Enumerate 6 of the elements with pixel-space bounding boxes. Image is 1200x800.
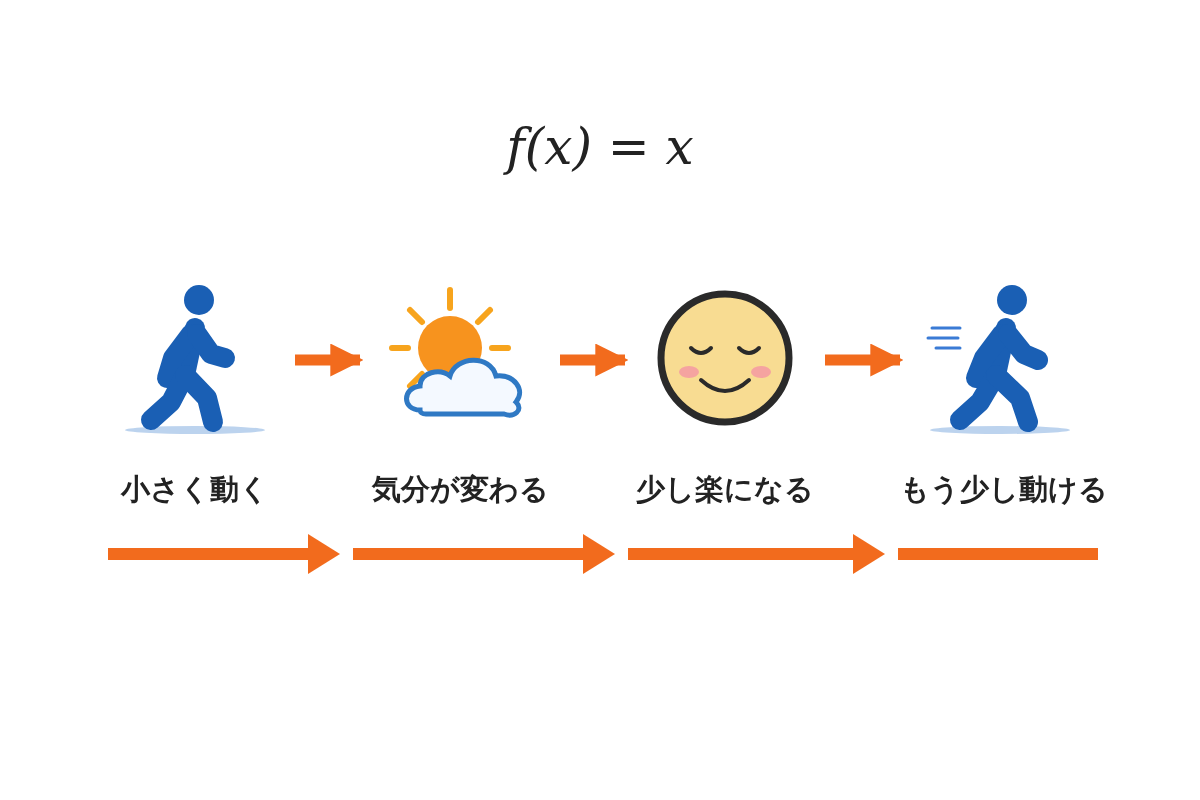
step-label: 気分が変わる [370,471,550,508]
step-label: 小さく動く [119,471,270,508]
step-label: 少し楽になる [635,471,815,508]
arrow [560,343,629,377]
arrow [295,343,364,377]
arrow [825,343,904,377]
